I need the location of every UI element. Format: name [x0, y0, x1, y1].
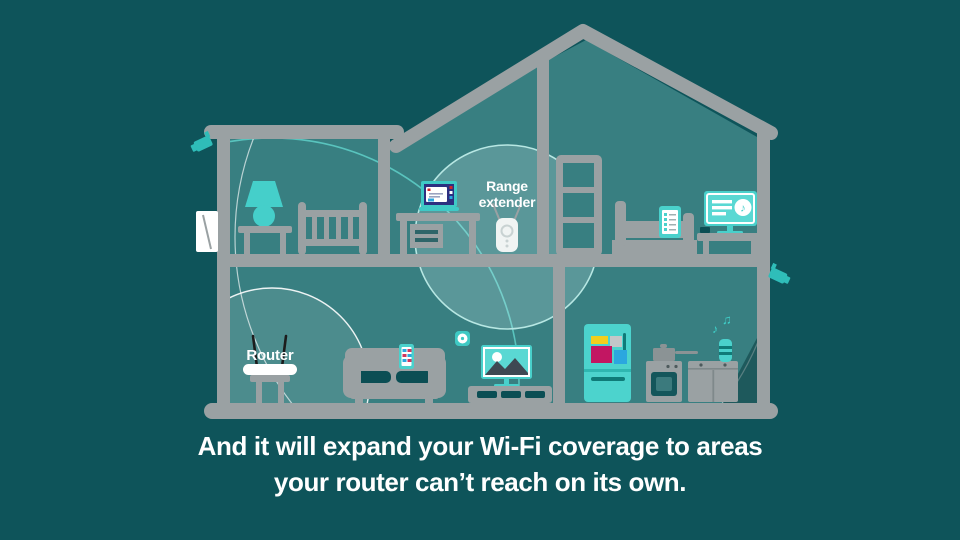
living-room — [243, 331, 552, 406]
upstairs-wall-left — [378, 139, 390, 255]
crib-icon — [298, 202, 367, 255]
house-interior — [229, 40, 757, 404]
music-notes-icon: ♫ — [722, 312, 732, 327]
smart-fridge-icon — [584, 324, 631, 402]
shelf-unit-icon — [556, 155, 602, 256]
router-table-icon — [250, 375, 290, 403]
living-room-tv-icon — [481, 345, 532, 387]
ground-floor — [204, 403, 778, 419]
extender-extended-range-arc — [234, 40, 757, 404]
security-camera-right-icon — [768, 262, 791, 284]
tv-stand-icon — [468, 386, 552, 406]
bedroom-room: ♪ — [556, 155, 763, 256]
tv-music-note-icon: ♪ — [740, 203, 746, 215]
cooking-pot-icon — [653, 344, 698, 361]
office-room — [396, 181, 522, 255]
sofa-icon — [343, 348, 446, 403]
downstairs-wall — [553, 267, 565, 405]
house-structure — [204, 24, 778, 419]
floor-divider — [217, 254, 770, 267]
range-extender-label-line2: extender — [478, 194, 536, 210]
smartphone-icon — [399, 344, 414, 369]
fridge-magnets-icon — [591, 336, 627, 364]
router-label: Router — [246, 347, 294, 364]
window-icon — [196, 211, 218, 252]
kitchen-cabinet-icon — [688, 361, 738, 402]
gable-roof — [389, 24, 778, 153]
range-extender-device-icon — [492, 203, 522, 252]
router-device-icon — [243, 334, 297, 375]
tv-table-icon — [697, 233, 763, 256]
smart-speaker-icon — [719, 339, 732, 362]
flat-roof — [204, 125, 404, 139]
tablet-icon — [659, 206, 681, 238]
music-note-icon: ♪ — [712, 322, 718, 336]
bedroom-tv-icon: ♪ — [704, 191, 757, 234]
range-extender-label: Range extender — [447, 178, 567, 210]
security-camera-left-icon — [190, 130, 213, 152]
right-wall — [757, 130, 770, 412]
desk-icon — [396, 213, 480, 255]
caption: And it will expand your Wi-Fi coverage t… — [0, 428, 960, 500]
left-wall — [217, 131, 230, 412]
caption-line2: your router can’t reach on its own. — [273, 467, 687, 497]
laptop-icon — [419, 181, 459, 211]
upstairs-wall-right — [537, 60, 549, 255]
kitchen-room: ♪ ♫ — [584, 312, 738, 402]
media-box-icon — [700, 227, 710, 233]
nightstand-icon — [238, 226, 292, 255]
caption-line1: And it will expand your Wi-Fi coverage t… — [197, 431, 763, 461]
nursery-room — [238, 181, 367, 255]
stove-icon — [646, 361, 682, 402]
smart-plug-icon — [455, 331, 470, 346]
table-lamp-icon — [245, 181, 283, 227]
range-extender-label-line1: Range — [486, 178, 528, 194]
